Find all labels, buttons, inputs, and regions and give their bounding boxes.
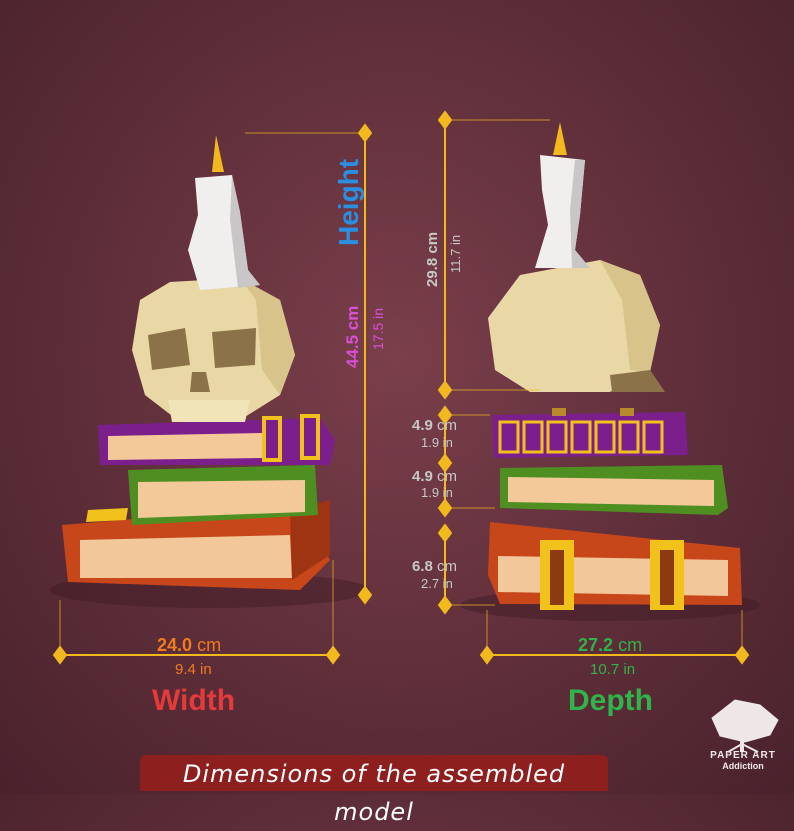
book2-cm: 4.9 cm (412, 468, 457, 485)
height-word: Height (333, 158, 364, 246)
book3-cm-num: 6.8 (412, 558, 433, 575)
width-cm-unit: cm (197, 635, 222, 655)
width-word: Width (152, 684, 236, 717)
left-skull (132, 278, 295, 422)
width-guide (52, 560, 341, 665)
skull-height-cm: 29.8 cm (424, 231, 441, 287)
width-cm: 24.0 cm (157, 635, 221, 656)
book1-in: 1.9 in (421, 435, 453, 450)
brand-name: PAPER ART (710, 750, 776, 761)
right-candle (535, 122, 590, 268)
right-book-spine-decor (498, 408, 664, 454)
width-cm-num: 24.0 (157, 635, 193, 655)
skull-height-in: 11.7 in (448, 234, 463, 273)
depth-cm-num: 27.2 (578, 635, 614, 655)
height-in: 17.5 in (370, 307, 386, 350)
book3-cm-unit: cm (437, 558, 458, 575)
book1-cm: 4.9 cm (412, 417, 457, 434)
depth-side-guides (437, 110, 550, 615)
depth-guide (479, 610, 750, 665)
brand-logo: PAPER ART Addiction (700, 698, 786, 771)
caption-banner: Dimensions of the assembled model (140, 755, 608, 826)
depth-cm-unit: cm (618, 635, 643, 655)
book3-in: 2.7 in (421, 576, 453, 591)
book3-cm: 6.8 cm (412, 558, 457, 575)
depth-in: 10.7 in (590, 661, 636, 678)
book1-cm-unit: cm (437, 417, 458, 434)
left-candle (188, 135, 260, 290)
book2-cm-num: 4.9 (412, 468, 433, 485)
book1-cm-num: 4.9 (412, 417, 433, 434)
right-skull (488, 260, 665, 392)
height-cm: 44.5 cm (343, 305, 362, 368)
width-in: 9.4 in (175, 661, 212, 678)
book2-cm-unit: cm (437, 468, 458, 485)
brand-subname: Addiction (722, 761, 764, 771)
left-book-stack (62, 414, 335, 590)
book2-in: 1.9 in (421, 485, 453, 500)
height-guide (245, 123, 373, 605)
illustration: Height 44.5 cm 17.5 in 29.8 cm 11.7 in 4… (50, 110, 786, 826)
depth-word: Depth (568, 684, 653, 717)
depth-cm: 27.2 cm (578, 635, 642, 656)
tree-logo-icon (711, 699, 779, 753)
papercraft-scene (50, 110, 779, 753)
